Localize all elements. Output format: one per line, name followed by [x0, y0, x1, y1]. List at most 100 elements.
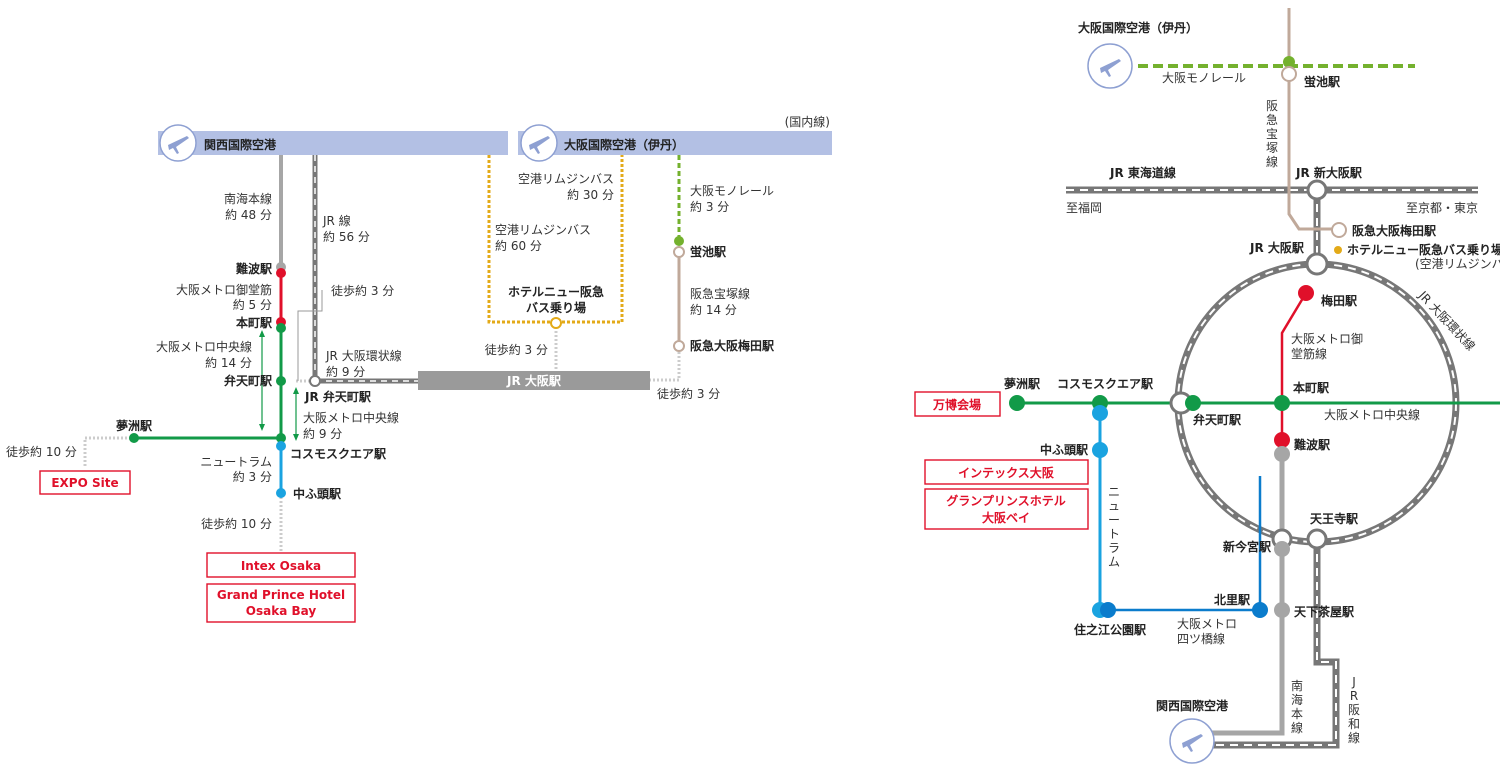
svg-text:塚: 塚: [1266, 141, 1278, 155]
hotel-bus-stop-dot[interactable]: [550, 317, 562, 329]
cosmo-station-dot[interactable]: [1092, 405, 1108, 421]
hotel-bus-label-1: ホテルニュー阪急: [508, 284, 604, 299]
umeda-label: 梅田駅: [1321, 293, 1358, 308]
nakafuto-label: 中ふ頭駅: [293, 486, 342, 501]
svg-text:南: 南: [1291, 678, 1303, 693]
shin-osaka-label: JR 新大阪駅: [1295, 165, 1363, 180]
hommachi-label: 本町駅: [1293, 380, 1330, 395]
benten-station-dot[interactable]: [1185, 395, 1201, 411]
monorail-label-1: 大阪モノレール: [690, 184, 774, 198]
nakafuto-station-dot[interactable]: [1092, 442, 1108, 458]
hanwa-line-inner: [1200, 540, 1337, 746]
svg-text:急: 急: [1266, 112, 1278, 127]
newtram-label-2: 約 3 分: [233, 469, 272, 484]
midosuji-line: [1280, 292, 1308, 440]
nakafuto-station-dot[interactable]: [276, 488, 286, 498]
intex-osaka-box[interactable]: Intex Osaka: [206, 552, 356, 578]
midosuji-label-1: 大阪メトロ御: [1291, 331, 1363, 346]
kix-plane-icon: [1169, 718, 1215, 764]
bus30-label-2: 約 30 分: [567, 187, 614, 202]
hommachi-station-dot[interactable]: [276, 323, 286, 333]
jr-benten-label: JR 弁天町駅: [304, 389, 372, 404]
hotaru-monorail-dot: [674, 236, 684, 246]
hotel-bus-stop-dot[interactable]: [1334, 246, 1342, 254]
monorail-label: 大阪モノレール: [1162, 71, 1246, 85]
svg-text:ト: ト: [1108, 527, 1120, 541]
namba-nankai-dot: [1274, 446, 1290, 462]
grand-prince-box[interactable]: Grand Prince Hotel Osaka Bay: [206, 583, 356, 623]
hankyu-umeda-station-dot[interactable]: [1331, 222, 1347, 238]
svg-text:線: 線: [1266, 154, 1278, 169]
svg-text:宝: 宝: [1266, 127, 1278, 141]
hotaru-station-dot[interactable]: [1281, 66, 1297, 82]
fukuoka-label: 至福岡: [1066, 200, 1102, 215]
hotaru-label: 蛍池駅: [1304, 74, 1341, 89]
chuo-label: 大阪メトロ中央線: [1324, 407, 1420, 422]
expo-site-box[interactable]: EXPO Site: [39, 470, 131, 495]
hankyu-umeda-station-dot[interactable]: [673, 340, 685, 352]
loop-label-2: 約 9 分: [326, 364, 365, 379]
cosmo-label: コスモスクエア駅: [1057, 377, 1154, 391]
intex-box[interactable]: インテックス大阪: [924, 459, 1089, 485]
svg-text:本: 本: [1291, 707, 1303, 721]
jr-osaka-station-dot[interactable]: [1305, 252, 1329, 276]
grand-prince-box[interactable]: グランプリンスホテル 大阪ベイ: [924, 488, 1089, 530]
yumeshima-station-dot[interactable]: [1009, 395, 1025, 411]
namba-label: 難波駅: [236, 261, 273, 276]
bus30-label-1: 空港リムジンバス: [518, 172, 614, 186]
svg-text:阪: 阪: [1266, 99, 1278, 113]
svg-text:線: 線: [1291, 720, 1303, 735]
svg-text:ム: ム: [1108, 555, 1120, 569]
hotaru-station-dot[interactable]: [673, 246, 685, 258]
tengachaya-label: 天下茶屋駅: [1294, 604, 1355, 619]
hommachi-label: 本町駅: [236, 315, 273, 330]
nankai-label: 南 海 本 線: [1291, 678, 1303, 735]
takarazuka-line: [1287, 8, 1336, 231]
itami-plane-icon: [520, 124, 558, 162]
nankai-label-2: 約 48 分: [225, 207, 272, 222]
hommachi-station-dot[interactable]: [1274, 395, 1290, 411]
tengachaya-station-dot[interactable]: [1274, 602, 1290, 618]
grand-prince-label-2: Osaka Bay: [246, 604, 317, 618]
nakafuto-label: 中ふ頭駅: [1040, 442, 1089, 457]
namba-station-dot[interactable]: [1274, 432, 1290, 448]
walk-bus-label: 徒歩約 3 分: [485, 342, 548, 357]
chuo9-label-2: 約 9 分: [303, 426, 342, 441]
cosmo-station-dot[interactable]: [276, 441, 286, 451]
tokaido-label: JR 東海道線: [1109, 165, 1176, 180]
benten-label: 弁天町駅: [1193, 412, 1242, 427]
bentencho-station-dot[interactable]: [276, 376, 286, 386]
kix-title: 関西国際空港: [204, 137, 277, 152]
yumeshima-station-dot[interactable]: [129, 433, 139, 443]
tennoji-label: 天王寺駅: [1310, 511, 1359, 526]
svg-text:ラ: ラ: [1108, 541, 1120, 555]
bentencho-label: 弁天町駅: [224, 373, 273, 388]
midosuji-label-1: 大阪メトロ御堂筋: [176, 282, 272, 297]
tennoji-station-dot[interactable]: [1306, 528, 1328, 550]
namba-station-dot[interactable]: [276, 268, 286, 278]
suminoe-station-dot[interactable]: [1100, 602, 1116, 618]
grand-prince-label-1: Grand Prince Hotel: [217, 588, 345, 602]
svg-text:阪: 阪: [1348, 703, 1360, 717]
jr-osaka-label: JR 大阪駅: [506, 373, 562, 388]
umeda-station-dot[interactable]: [1298, 285, 1314, 301]
shin-osaka-station-dot[interactable]: [1306, 179, 1328, 201]
jr-benten-station-dot[interactable]: [309, 375, 321, 387]
nankai-line: [1200, 440, 1285, 736]
chuo9-label-1: 大阪メトロ中央線: [303, 410, 399, 425]
yumeshima-label: 夢洲駅: [1004, 376, 1041, 391]
loop-label-1: JR 大阪環状線: [325, 348, 402, 363]
hanwa-label: J R 阪 和 線: [1348, 675, 1360, 745]
itami-title: 大阪国際空港（伊丹）: [564, 137, 684, 152]
svg-text:線: 線: [1348, 730, 1360, 745]
expo-venue-box[interactable]: 万博会場: [914, 391, 1001, 417]
hotel-bus-label-2: バス乗り場: [526, 300, 586, 315]
kix-plane-icon: [159, 124, 197, 162]
yotsubashi-label-2: 四ツ橋線: [1177, 631, 1225, 646]
cosmo-label: コスモスクエア駅: [290, 447, 387, 461]
shinimamiya-station-dot[interactable]: [1274, 541, 1290, 557]
walk-expo-label: 徒歩約 10 分: [6, 444, 77, 459]
svg-text:ニ: ニ: [1108, 485, 1120, 499]
kitakagaya-station-dot[interactable]: [1252, 602, 1268, 618]
